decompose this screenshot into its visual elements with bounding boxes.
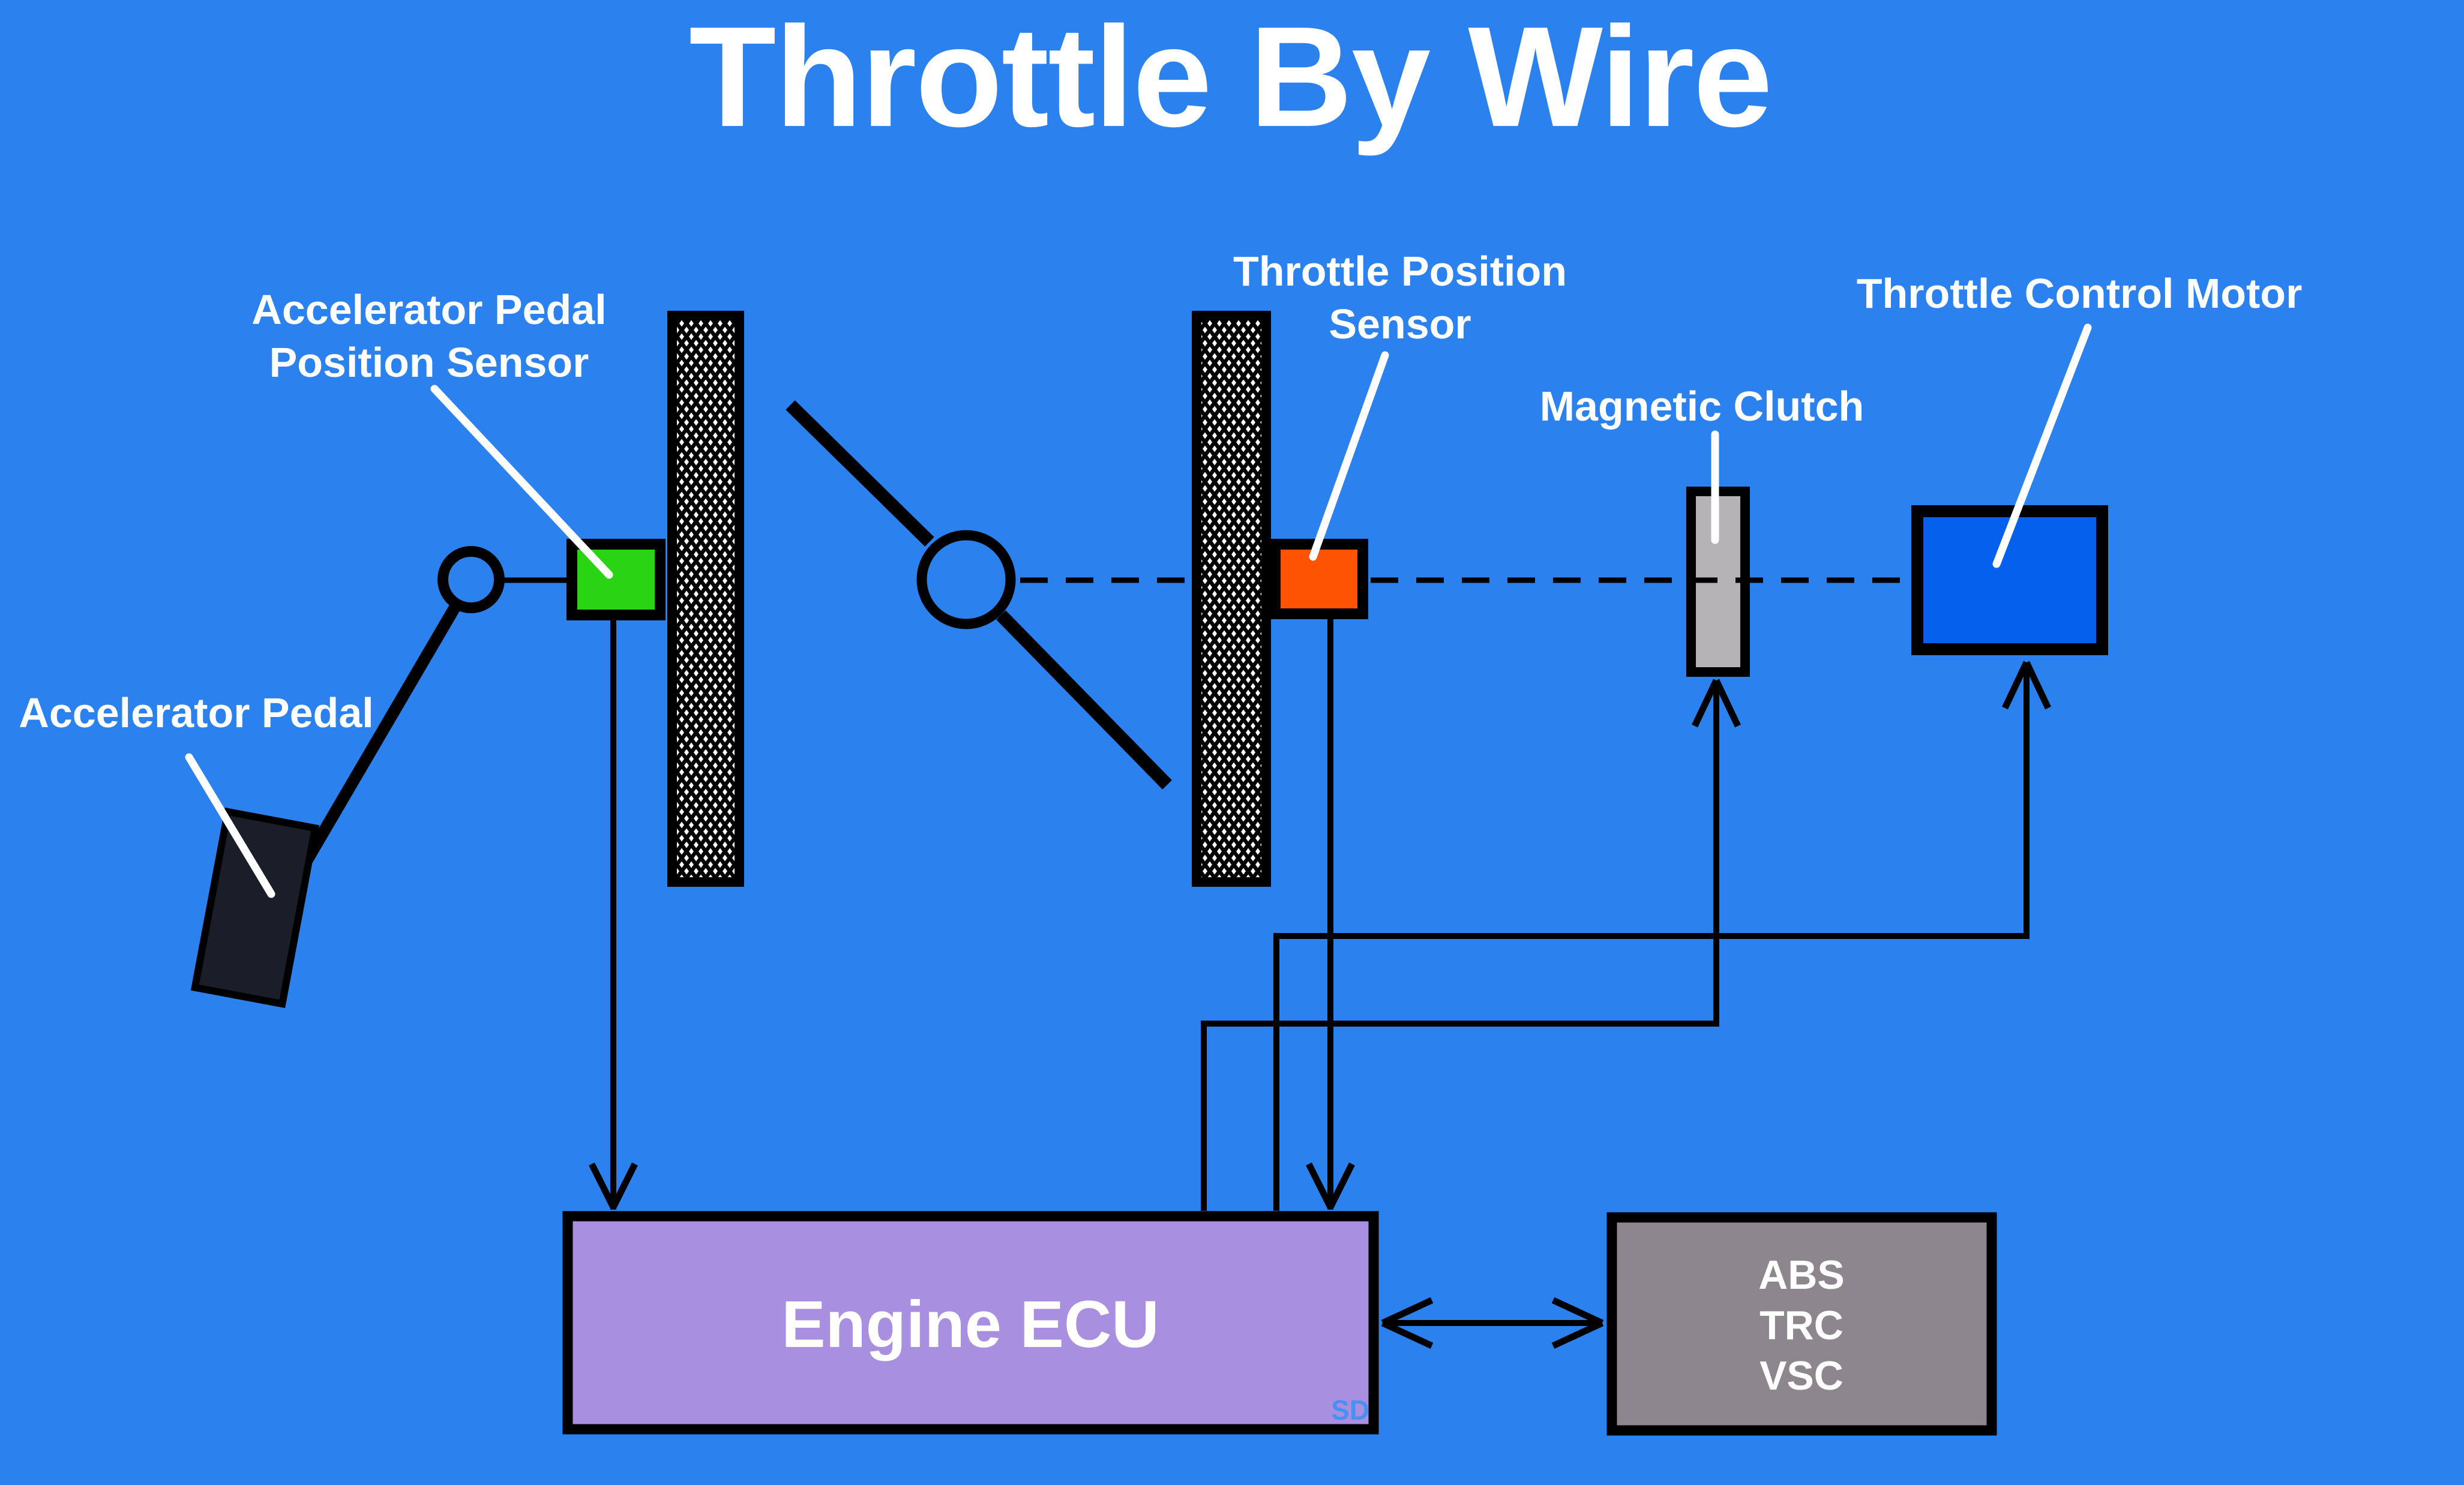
- magnetic-clutch-label: Magnetic Clutch: [1540, 383, 1865, 430]
- tps-wire-arrowhead-down-icon: [1306, 1162, 1355, 1209]
- app-sensor-label-line1: Accelerator Pedal: [251, 286, 606, 333]
- label-leader-lines: [185, 323, 2092, 898]
- abs-module-label-line2: TRC: [1759, 1303, 1843, 1348]
- app-sensor-box: [566, 539, 666, 620]
- engine-ecu-label: Engine ECU: [781, 1288, 1159, 1361]
- page-title: Throttle By Wire: [689, 0, 1771, 157]
- firewall-panel-hatch: [677, 320, 735, 877]
- throttle-body-panel: [1192, 311, 1271, 887]
- throttle-valve-circle: [916, 530, 1016, 629]
- ecu-motor-wire: [1273, 662, 2030, 1211]
- abs-module-label-line1: ABS: [1758, 1252, 1845, 1298]
- pedal-pivot-circle: [437, 546, 505, 613]
- diagram-linework: [291, 400, 2051, 1349]
- tps-box: [1270, 539, 1368, 619]
- abs-module-label-line3: VSC: [1759, 1353, 1843, 1399]
- throttle-shaft-lower: [996, 610, 1172, 790]
- pedal-arm: [291, 602, 460, 883]
- ecu-clutch-wire: [1201, 680, 1719, 1211]
- tps-label-line2: Sensor: [1329, 301, 1471, 347]
- motor-wire-arrowhead-up-icon: [2002, 661, 2051, 710]
- firewall-panel: [667, 311, 744, 887]
- abs-module-box: [1606, 1212, 1997, 1436]
- abs-link-arrowhead-right-icon: [1551, 1297, 1604, 1349]
- clutch-wire-arrowhead-up-icon: [1692, 679, 1741, 728]
- throttle-motor-label: Throttle Control Motor: [1857, 270, 2303, 317]
- accelerator-pedal-label: Accelerator Pedal: [19, 689, 373, 736]
- app-wire-arrowhead-down-icon: [589, 1162, 638, 1209]
- app-sensor-label-line2: Position Sensor: [269, 339, 589, 386]
- throttle-motor-leader-line: [1992, 323, 2092, 568]
- throttle-body-panel-hatch: [1201, 320, 1261, 877]
- tps-label-line1: Throttle Position: [1233, 248, 1567, 295]
- abs-link-arrowhead-left-icon: [1381, 1297, 1434, 1349]
- engine-ecu-box: [562, 1211, 1379, 1435]
- app-sensor-leader-line: [430, 385, 613, 579]
- sd-watermark: SD: [1331, 1394, 1369, 1426]
- accelerator-pedal-leader-line: [185, 753, 275, 898]
- tps-leader-line: [1309, 351, 1389, 561]
- throttle-shaft-upper: [786, 400, 934, 547]
- accelerator-pedal-pad: [190, 807, 320, 1009]
